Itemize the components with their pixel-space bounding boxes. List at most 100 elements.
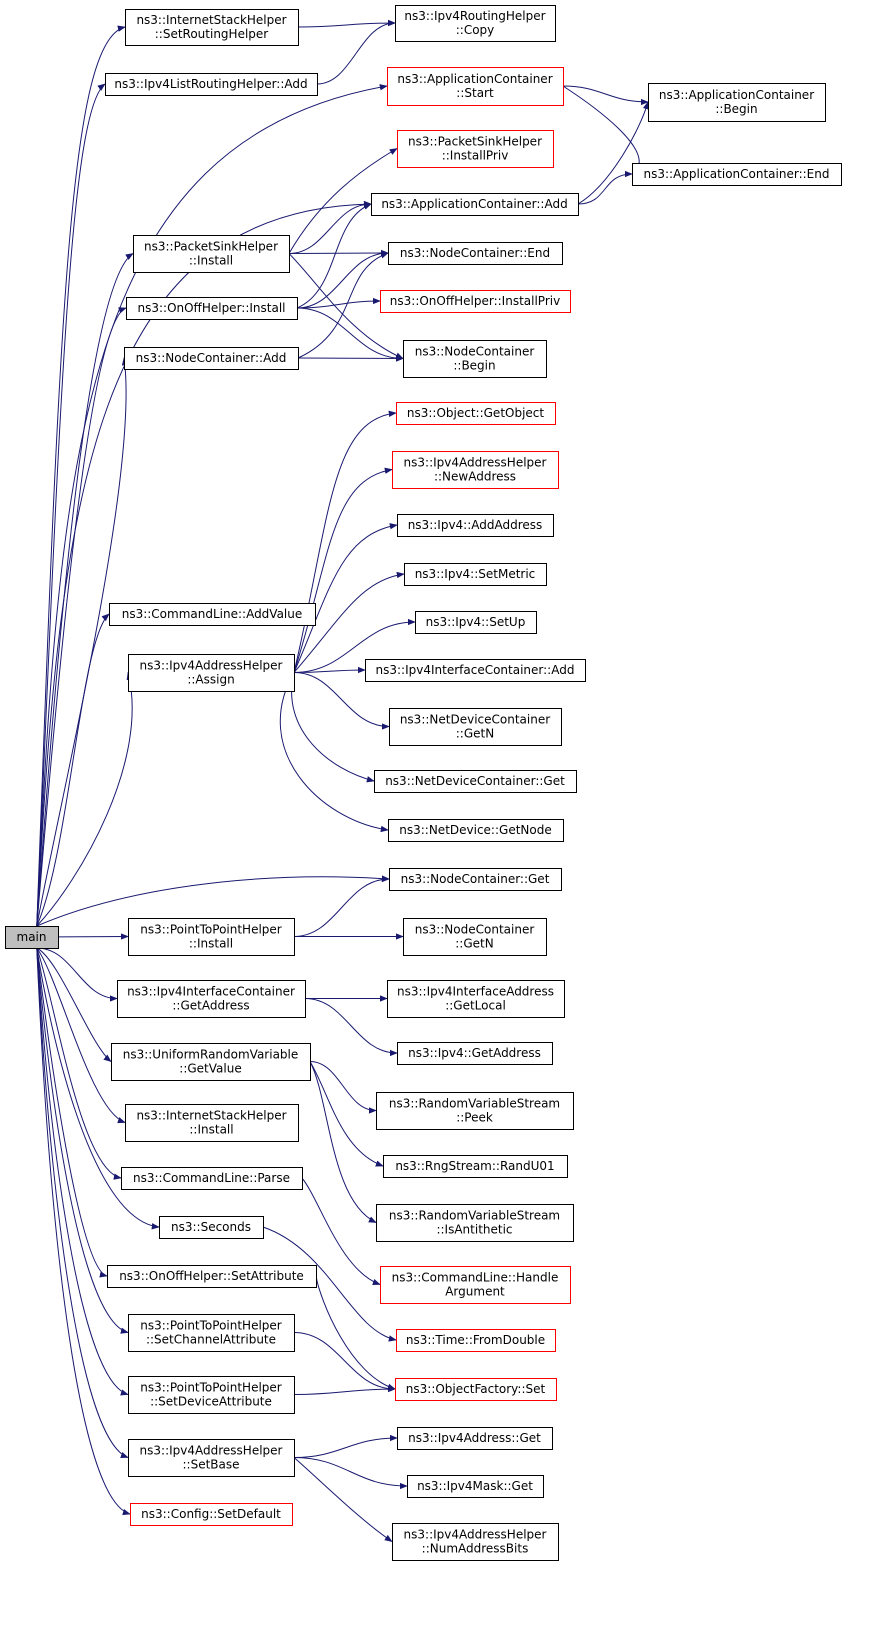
node-label: ns3::Ipv4AddressHelper — [140, 1444, 283, 1458]
edge-urv-gv-to-rvs-ia — [309, 1061, 377, 1223]
node-ooh-install[interactable]: ns3::OnOffHelper::Install — [126, 297, 298, 320]
node-ipv4-su[interactable]: ns3::Ipv4::SetUp — [415, 611, 537, 634]
node-ipv4ic-ga[interactable]: ns3::Ipv4InterfaceContainer::GetAddress — [117, 980, 306, 1018]
node-box — [117, 980, 306, 1018]
node-box — [130, 1503, 293, 1526]
node-box — [125, 9, 299, 46]
node-main[interactable]: main — [5, 926, 59, 949]
node-nd-gn[interactable]: ns3::NetDevice::GetNode — [388, 819, 564, 842]
node-ipv4ia-gl[interactable]: ns3::Ipv4InterfaceAddress::GetLocal — [387, 980, 565, 1018]
node-ooh-sa[interactable]: ns3::OnOffHelper::SetAttribute — [107, 1265, 317, 1288]
node-ish-install[interactable]: ns3::InternetStackHelper::Install — [125, 1104, 299, 1142]
node-box — [380, 1266, 571, 1304]
node-label: ns3::OnOffHelper::SetAttribute — [119, 1269, 304, 1283]
node-nc-begin[interactable]: ns3::NodeContainer::Begin — [403, 340, 547, 378]
node-ndc-getn[interactable]: ns3::NetDeviceContainer::GetN — [389, 708, 562, 746]
node-box — [395, 5, 556, 42]
edge-main-to-cl-parse — [36, 947, 122, 1180]
edge-urv-gv-to-rng-ru01 — [309, 1061, 384, 1167]
node-cl-parse[interactable]: ns3::CommandLine::Parse — [121, 1167, 303, 1190]
node-label: ns3::PointToPointHelper — [140, 1381, 282, 1395]
node-psh-ip[interactable]: ns3::PacketSinkHelper::InstallPriv — [397, 130, 554, 168]
node-ac-add[interactable]: ns3::ApplicationContainer::Add — [371, 193, 579, 216]
node-ipv4a-get[interactable]: ns3::Ipv4Address::Get — [397, 1427, 553, 1450]
edge-ish-srh-to-ipv4rh-copy — [297, 19, 396, 28]
edge-ac-start-to-ac-begin — [562, 85, 649, 106]
node-label: ns3::Seconds — [171, 1220, 251, 1234]
node-label: ns3::PointToPointHelper — [140, 923, 282, 937]
node-box — [133, 235, 290, 273]
edge-psh-install-to-nc-begin — [288, 253, 404, 359]
node-ipv4ah-assign[interactable]: ns3::Ipv4AddressHelper::Assign — [128, 654, 295, 692]
node-time-fd[interactable]: ns3::Time::FromDouble — [396, 1329, 556, 1352]
node-ac-start[interactable]: ns3::ApplicationContainer::Start — [387, 67, 564, 106]
node-ipv4ic-add[interactable]: ns3::Ipv4InterfaceContainer::Add — [365, 659, 586, 682]
edge-psh-install-to-ac-add — [288, 200, 372, 254]
node-ipv4-sm[interactable]: ns3::Ipv4::SetMetric — [404, 563, 547, 586]
node-box — [128, 918, 295, 956]
edge-main-to-nc-get — [36, 875, 390, 927]
node-box — [128, 654, 295, 692]
node-box — [389, 868, 562, 891]
node-label: ns3::Ipv4InterfaceContainer::Add — [376, 663, 575, 677]
node-label: ns3::NodeContainer — [415, 923, 535, 937]
node-label: ::Peek — [456, 1111, 493, 1125]
node-rng-ru01[interactable]: ns3::RngStream::RandU01 — [383, 1155, 568, 1178]
node-box — [395, 1378, 557, 1401]
node-ipv4ah-na[interactable]: ns3::Ipv4AddressHelper::NewAddress — [392, 451, 559, 489]
node-box — [407, 1475, 544, 1498]
node-box — [389, 708, 562, 746]
edge-main-to-ac-start — [36, 84, 388, 927]
edge-ooh-install-to-ac-add — [296, 203, 372, 309]
node-ipv4-ga[interactable]: ns3::Ipv4::GetAddress — [397, 1042, 553, 1065]
node-ndc-get[interactable]: ns3::NetDeviceContainer::Get — [374, 770, 577, 793]
node-p2p-install[interactable]: ns3::PointToPointHelper::Install — [128, 918, 295, 956]
node-label: ::GetN — [456, 727, 494, 741]
node-box — [121, 1167, 303, 1190]
node-ac-end[interactable]: ns3::ApplicationContainer::End — [632, 163, 842, 186]
node-p2p-sda[interactable]: ns3::PointToPointHelper::SetDeviceAttrib… — [128, 1376, 295, 1414]
node-ipv4ah-sb[interactable]: ns3::Ipv4AddressHelper::SetBase — [128, 1439, 295, 1477]
node-nc-getn[interactable]: ns3::NodeContainer::GetN — [403, 918, 547, 956]
edge-main-to-ooh-sa — [36, 947, 108, 1278]
node-nc-add[interactable]: ns3::NodeContainer::Add — [124, 347, 299, 370]
node-label: ::Start — [456, 86, 494, 100]
node-label: ns3::NetDevice::GetNode — [399, 823, 551, 837]
node-ooh-ip[interactable]: ns3::OnOffHelper::InstallPriv — [380, 290, 571, 313]
node-obj-go[interactable]: ns3::Object::GetObject — [396, 402, 556, 425]
node-label: ns3::NetDeviceContainer::Get — [385, 774, 565, 788]
node-box — [397, 1427, 553, 1450]
edge-main-to-ac-add — [36, 200, 372, 927]
node-ipv4ah-nab[interactable]: ns3::Ipv4AddressHelper::NumAddressBits — [392, 1523, 559, 1561]
node-ipv4rh-copy[interactable]: ns3::Ipv4RoutingHelper::Copy — [395, 5, 556, 42]
edge-ipv4ah-assign-to-ipv4ah-na — [293, 467, 393, 673]
edge-ipv4lrh-add-to-ipv4rh-copy — [316, 19, 396, 85]
node-psh-install[interactable]: ns3::PacketSinkHelper::Install — [133, 235, 290, 273]
node-p2p-sca[interactable]: ns3::PointToPointHelper::SetChannelAttri… — [128, 1314, 295, 1352]
node-label: ::Install — [189, 937, 233, 951]
node-rvs-peek[interactable]: ns3::RandomVariableStream::Peek — [376, 1092, 574, 1130]
node-label: ::Install — [189, 1123, 233, 1137]
node-ac-begin[interactable]: ns3::ApplicationContainer::Begin — [648, 83, 826, 122]
edge-urv-gv-to-rvs-peek — [309, 1061, 377, 1114]
edge-main-to-psh-install — [36, 253, 134, 927]
edge-psh-install-to-nc-end — [288, 249, 389, 257]
node-ipv4lrh-add[interactable]: ns3::Ipv4ListRoutingHelper::Add — [105, 73, 318, 96]
node-nc-get[interactable]: ns3::NodeContainer::Get — [389, 868, 562, 891]
node-label: ns3::Ipv4::AddAddress — [408, 518, 543, 532]
edge-main-to-ipv4ah-assign — [36, 671, 133, 927]
node-cl-av[interactable]: ns3::CommandLine::AddValue — [109, 603, 316, 626]
node-of-set[interactable]: ns3::ObjectFactory::Set — [395, 1378, 557, 1401]
node-nc-end[interactable]: ns3::NodeContainer::End — [388, 242, 563, 265]
node-ish-srh[interactable]: ns3::InternetStackHelper::SetRoutingHelp… — [125, 9, 299, 46]
edge-psh-install-to-psh-ip — [288, 148, 398, 254]
node-box — [388, 819, 564, 842]
node-ipv4m-get[interactable]: ns3::Ipv4Mask::Get — [407, 1475, 544, 1498]
node-urv-gv[interactable]: ns3::UniformRandomVariable::GetValue — [111, 1043, 311, 1081]
node-rvs-ia[interactable]: ns3::RandomVariableStream::IsAntithetic — [376, 1204, 574, 1242]
node-cfg-sd[interactable]: ns3::Config::SetDefault — [130, 1503, 293, 1526]
node-ipv4-aa[interactable]: ns3::Ipv4::AddAddress — [397, 514, 554, 537]
node-seconds[interactable]: ns3::Seconds — [159, 1216, 264, 1239]
node-label: ns3::PacketSinkHelper — [408, 135, 542, 149]
